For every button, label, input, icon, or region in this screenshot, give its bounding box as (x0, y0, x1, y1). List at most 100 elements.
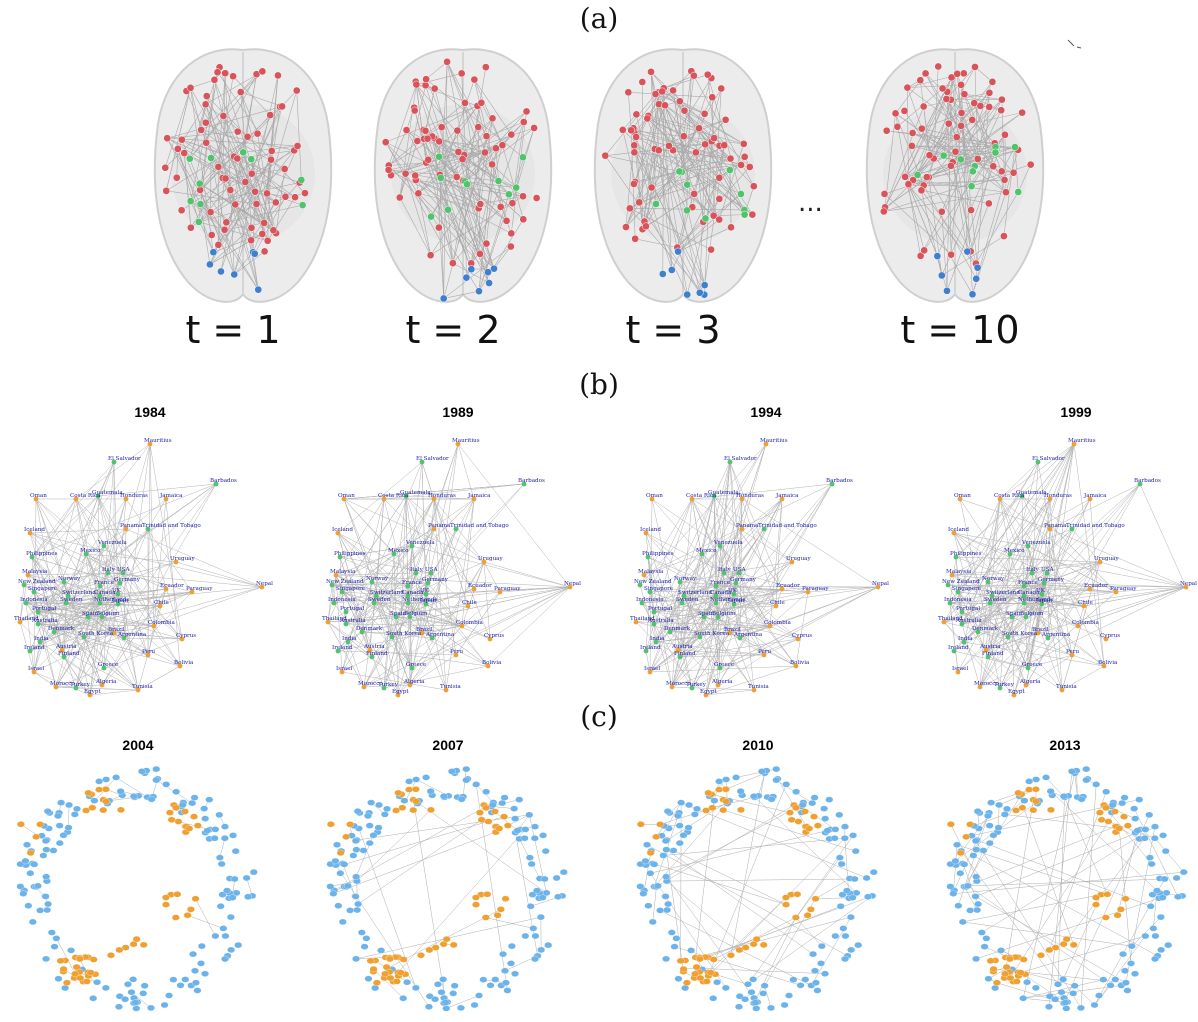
country-label: Philippines (950, 551, 982, 557)
country-label: Ecuador (776, 583, 800, 589)
country-label: Spain (1006, 611, 1023, 617)
country-label: Oman (338, 493, 355, 499)
country-label: Singapore (28, 586, 58, 592)
country-label: Switzerland (370, 590, 404, 596)
country-label: Bolivia (482, 660, 502, 666)
country-label: Japan (727, 598, 744, 604)
country-label: Brazil (1032, 627, 1049, 633)
country-label: Japan (419, 598, 436, 604)
country-label: Guatemala (400, 490, 431, 496)
country-label: Iceland (24, 527, 45, 533)
country-label: Paraguay (494, 586, 521, 592)
country-label: Mexico (80, 548, 101, 554)
country-label: Chile (154, 600, 169, 606)
country-label: Portugal (648, 606, 672, 612)
country-label: Iceland (332, 527, 353, 533)
country-label: Japan (111, 598, 128, 604)
country-label: Paraguay (186, 586, 213, 592)
country-label: Portugal (340, 606, 364, 612)
country-label: Switzerland (986, 590, 1020, 596)
country-label: Nepal (1180, 581, 1197, 587)
country-label: Ecuador (468, 583, 492, 589)
country-label: Chile (462, 600, 477, 606)
country-label: Spain (698, 611, 715, 617)
country-label: Venezuela (405, 540, 435, 546)
country-label: Thailand (630, 616, 655, 622)
country-label: France (710, 580, 731, 586)
country-label: New Zealand (942, 579, 980, 585)
patent-network-4 (946, 765, 1188, 1012)
country-label: Paraguay (802, 586, 829, 592)
country-label: New Zealand (326, 579, 364, 585)
country-label: Egypt (392, 689, 409, 695)
country-label: Netherlands (710, 597, 745, 603)
country-label: Colombia (148, 620, 175, 626)
country-label: Singapore (644, 586, 674, 592)
country-label: Mauritius (1068, 438, 1096, 444)
country-label: Malaysia (330, 569, 356, 575)
time-label-2: t = 2 (405, 308, 501, 352)
country-label: Japan (1035, 598, 1052, 604)
country-label: Spain (82, 611, 99, 617)
patent-network-3 (636, 765, 878, 1012)
country-label: Singapore (952, 586, 982, 592)
country-label: Bolivia (1098, 660, 1118, 666)
country-label: Ireland (640, 645, 661, 651)
country-label: Austria (979, 644, 1001, 650)
country-label: Italy (1026, 567, 1040, 573)
country-label: Belgium (404, 611, 428, 617)
country-label: Morocco (358, 681, 383, 687)
country-label: Bolivia (790, 660, 810, 666)
country-label: Peru (142, 649, 155, 655)
brain-network-3 (593, 48, 773, 303)
country-label: Mexico (696, 548, 717, 554)
country-label: India (650, 636, 665, 642)
country-label: Italy (410, 567, 424, 573)
country-label: Barbados (518, 478, 545, 484)
country-label: Italy (102, 567, 116, 573)
country-label: France (402, 580, 423, 586)
country-label: Chile (770, 600, 785, 606)
country-label: Indonesia (328, 597, 356, 603)
country-label: Panama (1044, 523, 1067, 529)
country-label: Trinidad and Tobago (1066, 523, 1125, 529)
country-label: Austria (55, 644, 77, 650)
country-label: Tunisia (748, 684, 769, 690)
country-label: Germany (422, 577, 449, 583)
country-label: Thailand (322, 616, 347, 622)
country-label: Ecuador (1084, 583, 1108, 589)
country-label: El Salvador (416, 456, 449, 462)
country-label: Norway (982, 576, 1005, 582)
country-label: Malaysia (946, 569, 972, 575)
country-label: Greece (406, 662, 427, 668)
country-label: Switzerland (678, 590, 712, 596)
brain-network-2 (373, 48, 553, 303)
country-label: Honduras (428, 493, 456, 499)
country-label: Guatemala (1016, 490, 1047, 496)
country-label: Thailand (14, 616, 39, 622)
country-label: Peru (1066, 649, 1079, 655)
country-label: Turkey (378, 682, 399, 688)
country-label: Nepal (256, 581, 273, 587)
country-year-3: 1994 (750, 404, 782, 420)
country-label: Israel (644, 666, 660, 672)
country-label: Barbados (1134, 478, 1161, 484)
country-label: Philippines (334, 551, 366, 557)
country-label: Barbados (826, 478, 853, 484)
country-label: Canada (402, 590, 424, 596)
time-label-3: t = 3 (625, 308, 721, 352)
country-label: Trinidad and Tobago (758, 523, 817, 529)
country-label: El Salvador (108, 456, 141, 462)
country-label: Egypt (1008, 689, 1025, 695)
country-label: Algeria (403, 679, 425, 685)
country-year-4: 1999 (1060, 404, 1092, 420)
country-label: UK (112, 588, 122, 594)
country-label: Costa Rica (994, 493, 1025, 499)
country-label: Austria (671, 644, 693, 650)
patent-network-1 (16, 765, 258, 1012)
country-label: Mexico (1004, 548, 1025, 554)
country-label: Belgium (96, 611, 120, 617)
country-year-1: 1984 (134, 404, 166, 420)
